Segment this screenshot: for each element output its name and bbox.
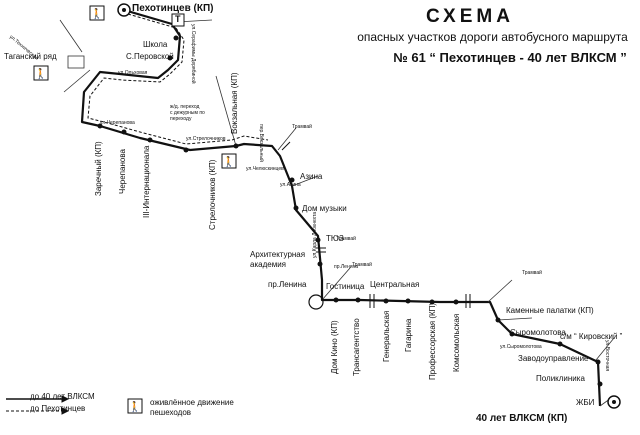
taganskiy-building [67, 55, 85, 69]
legend-to-40-let: до 40 лет ВЛКСМ [30, 392, 95, 401]
stop-tyuz: ТЮЗ [326, 234, 344, 243]
route-number: № 61 “ Пехотинцев - 40 лет ВЛКСМ ” [393, 50, 627, 65]
street-strelochnikov: ул.Стрелочников [186, 136, 226, 142]
map-title: СХЕМА [426, 6, 514, 27]
route-line [80, 8, 602, 407]
svg-text:🚶: 🚶 [223, 155, 235, 168]
roundabout [308, 294, 324, 310]
tram-label-3: Трамвай [522, 270, 542, 276]
stop-poliklinika: Поликлиника [536, 374, 585, 383]
street-vostochnaya: ул.Восточная [604, 340, 610, 372]
return-route-line [87, 13, 269, 145]
stop-dom-kino: Дом Кино (КП) [330, 320, 339, 374]
street-pr-lenina-small: пр.Ленина [334, 264, 359, 270]
stop-strelochnikov: Стрелочников (КП) [208, 159, 217, 230]
stop-arch-academy-line2: академия [250, 260, 286, 269]
terminal-sign [171, 13, 185, 27]
end-marker [607, 395, 621, 409]
stop-sm-kirovskiy: с/м “ Кировский ” [560, 332, 623, 341]
street-karla-libknekhta: ул.Карла Либкнехта [312, 211, 318, 258]
tram-label-2: Трамвай [336, 236, 356, 242]
rail-crossing-line2: с дежурным по [170, 110, 205, 116]
stop-arch-academy-line1: Архитектурная [250, 250, 306, 259]
pedestrian-sign-icon: 🚶 [221, 153, 237, 169]
tram-label-4: Трамвай [352, 262, 372, 268]
svg-text:🚶: 🚶 [129, 400, 141, 413]
street-serafimy: ул.Серафимы Дерябиной [190, 24, 196, 84]
stop-zarechnyy: Заречный (КП) [94, 141, 103, 196]
street-cherepanova: ул.Черепанова [100, 120, 135, 126]
legend-to-pekhotintsev: до Пехотинцев [30, 404, 86, 413]
legend-pedestrians-line1: оживлённое движение [150, 398, 234, 407]
pedestrian-sign-icon: 🚶 [127, 398, 143, 414]
stop-komsomolskaya: Комсомольская [452, 313, 461, 372]
stop-dom-muzyki: Дом музыки [302, 204, 347, 213]
map-subtitle: опасных участков дороги автобусного марш… [357, 30, 628, 44]
rail-crossing-line1: ж/д. переход [170, 104, 200, 110]
stop-taganskiy-ryad: Таганский ряд [4, 52, 57, 61]
stop-pr-lenina: пр.Ленина [268, 280, 307, 289]
street-olkovaya: ул.Ольховая [118, 70, 148, 76]
pedestrian-sign-icon: 🚶 [33, 65, 49, 81]
stop-tsentralnaya: Центральная [370, 280, 420, 289]
stop-shkola: Школа [143, 40, 168, 49]
stop-transagentstvo: Трансагентство [352, 318, 361, 376]
stop-zavodoupravlenie: Заводоуправление [518, 354, 589, 363]
stop-vokzalnaya: Вокзальная (КП) [230, 72, 239, 135]
stop-professorskaya: Профессорская (КП) [428, 302, 437, 380]
stop-syromolotova: Сыромолотова [510, 328, 566, 337]
start-marker [117, 3, 131, 17]
stop-dots [97, 35, 603, 387]
svg-text:🚶: 🚶 [91, 7, 103, 20]
terminal-letter: Т [175, 14, 181, 24]
end-terminal-label: 40 лет ВЛКСМ (КП) [476, 413, 568, 424]
tram-crossings [281, 141, 471, 308]
street-azina: ул.Азина [280, 182, 301, 188]
rail-crossing-line3: переходу [170, 116, 192, 122]
stop-s-perovskoy: С.Перовской [126, 52, 174, 61]
street-syromolotova: ул.Сыромолотова [500, 344, 542, 350]
tram-label-1: Трамвай [292, 124, 312, 130]
legend-lines [6, 395, 70, 415]
pedestrian-sign-icon: 🚶 [89, 5, 105, 21]
stop-cherepanova: Черепанова [118, 149, 127, 194]
stop-iii-internatsionala: III-Интернационала [142, 145, 151, 218]
stop-zhbi: ЖБИ [576, 398, 595, 407]
start-terminal-label: Пехотинцев (КП) [132, 3, 214, 14]
street-chelyuskintsev: ул.Челюскинцев [246, 166, 284, 172]
stop-gagarina: Гагарина [404, 318, 413, 352]
svg-text:🚶: 🚶 [35, 67, 47, 80]
stop-gostinitsa: Гостиница [326, 282, 365, 291]
stop-kamennye-palatki: Каменные палатки (КП) [506, 306, 594, 315]
street-vokzalny: пер.Вокзальный [258, 124, 264, 162]
stop-azina: Азина [300, 172, 323, 181]
stop-generalskaya: Генеральская [382, 310, 391, 362]
legend-pedestrians-line2: пешеходов [150, 408, 192, 417]
